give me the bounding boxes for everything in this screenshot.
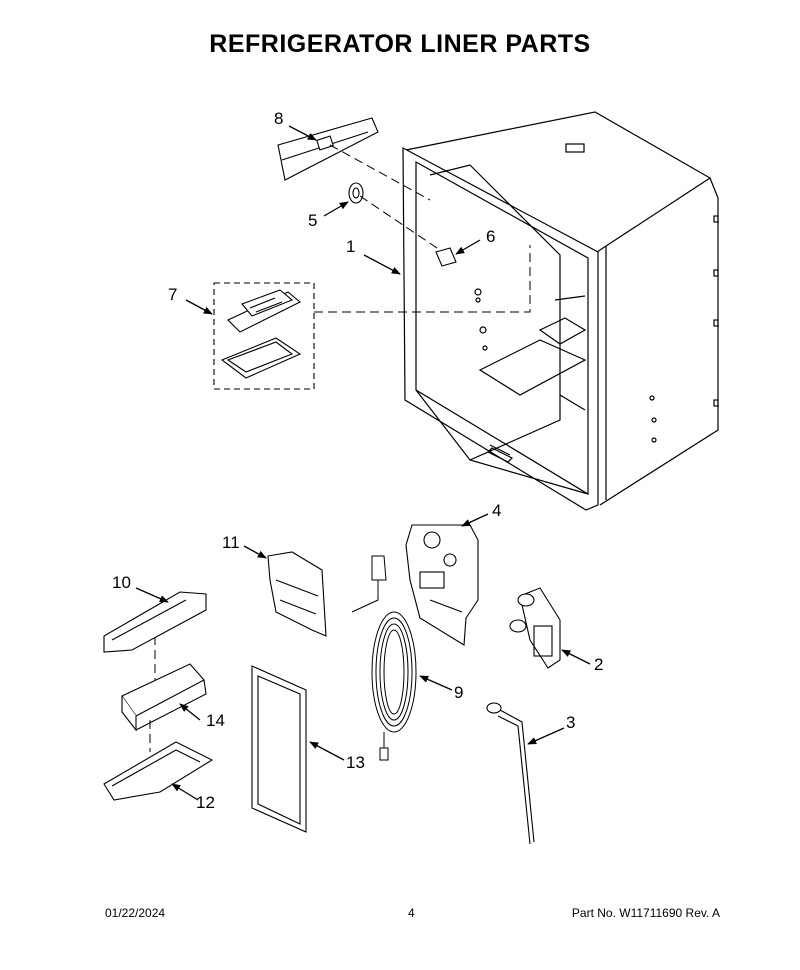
callout-3: 3 (566, 713, 575, 732)
part-4-bracket (405, 524, 479, 646)
callout-numbers: 8 5 1 6 7 4 11 10 2 9 3 14 13 12 (112, 109, 603, 812)
callout-arrows (135, 125, 591, 801)
callout-5: 5 (308, 211, 317, 230)
part-3-tube (486, 702, 535, 845)
part-2-valve (509, 587, 561, 669)
callout-6: 6 (486, 227, 495, 246)
callout-8: 8 (274, 109, 283, 128)
part-1-liner (402, 111, 719, 511)
callout-2: 2 (594, 655, 603, 674)
callout-9: 9 (454, 683, 463, 702)
part-9-tubing (351, 555, 417, 761)
part-10-tray (103, 591, 207, 653)
callout-12: 12 (196, 793, 215, 812)
part-13-panel (251, 665, 307, 833)
leader-lines (149, 144, 531, 752)
part-7-control-module (213, 282, 315, 390)
callout-10: 10 (112, 573, 131, 592)
footer-date: 01/22/2024 (105, 906, 166, 920)
part-8-duct (277, 117, 379, 181)
part-12-tray (103, 741, 214, 801)
callout-4: 4 (492, 501, 501, 520)
callout-14: 14 (206, 711, 225, 730)
part-6-clip (435, 247, 457, 267)
callout-11: 11 (222, 533, 240, 552)
part-14-cylinder (121, 663, 207, 732)
callout-7: 7 (168, 285, 177, 304)
footer-part-number: Part No. W11711690 Rev. A (571, 906, 720, 920)
part-5-knob (348, 182, 364, 204)
footer-page-number: 4 (408, 906, 415, 920)
callout-1: 1 (346, 237, 355, 256)
page-title: REFRIGERATOR LINER PARTS (209, 30, 591, 58)
part-11-housing (267, 551, 327, 637)
callout-13: 13 (346, 753, 365, 772)
